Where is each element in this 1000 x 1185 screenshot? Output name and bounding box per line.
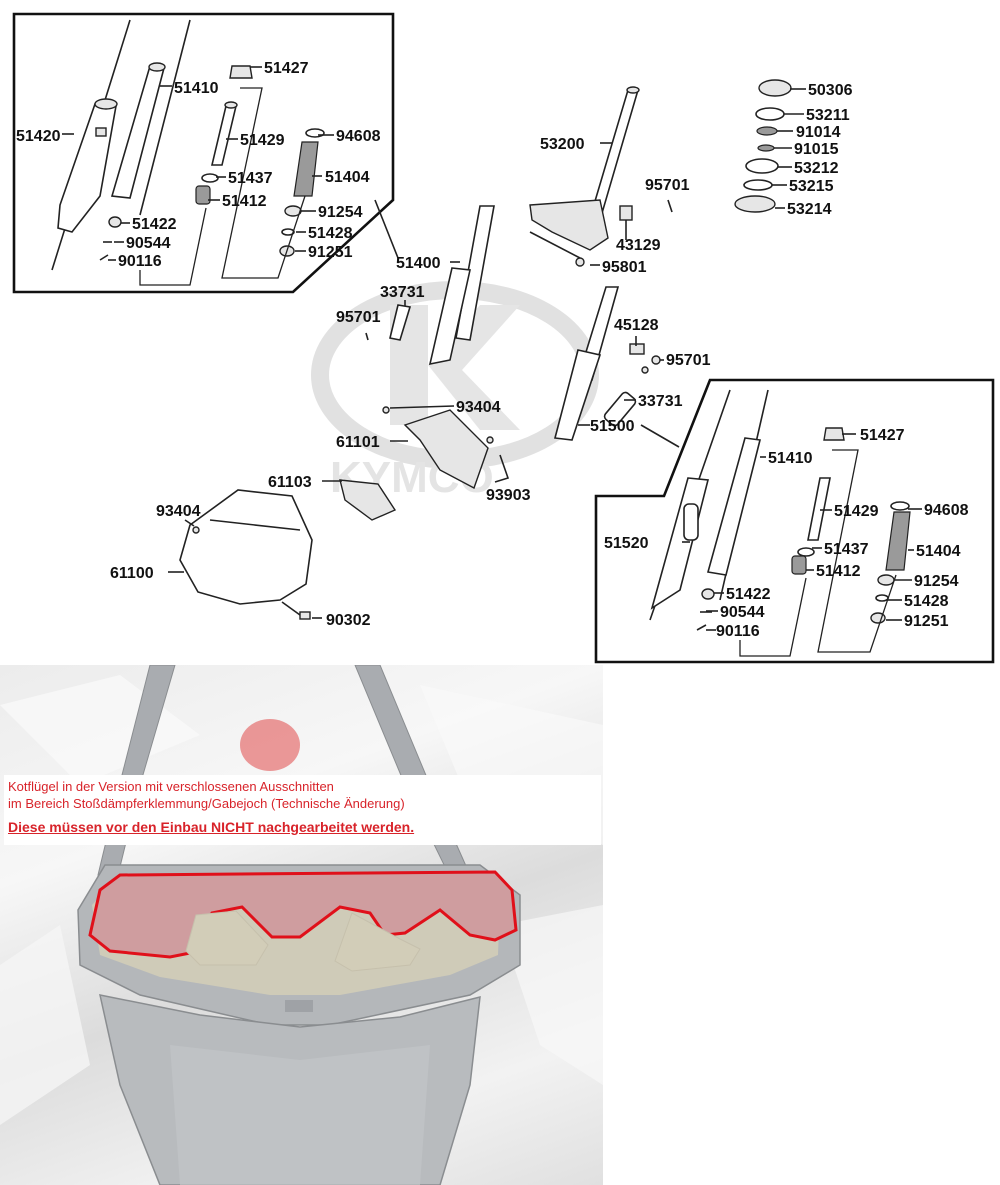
label-53214: 53214 (787, 201, 832, 218)
label-51400: 51400 (396, 255, 441, 272)
label-51420: 51420 (16, 128, 61, 145)
label-91254-left: 91254 (318, 204, 363, 221)
label-33731-right: 33731 (638, 393, 683, 410)
inset-frame-right (594, 378, 995, 664)
label-95701-top: 95701 (645, 177, 690, 194)
label-90544-left: 90544 (126, 235, 171, 252)
label-95801: 95801 (602, 259, 647, 276)
inset-frame-left (12, 12, 395, 294)
technical-change-notice: Kotflügel in der Version mit verschlosse… (4, 775, 601, 845)
label-91015: 91015 (794, 141, 839, 158)
label-61100: 61100 (110, 565, 154, 582)
notice-line-2: im Bereich Stoßdämpferklemmung/Gabejoch … (8, 796, 405, 811)
label-51410-left: 51410 (174, 80, 219, 97)
notice-line-3: Diese müssen vor den Einbau NICHT nachge… (8, 819, 415, 835)
label-91254-right: 91254 (914, 573, 959, 590)
label-51427-left: 51427 (264, 60, 309, 77)
label-leaders (62, 66, 922, 631)
label-61103: 61103 (268, 474, 312, 491)
label-51429-left: 51429 (240, 132, 285, 149)
label-53215: 53215 (789, 178, 834, 195)
label-51404-left: 51404 (325, 169, 370, 186)
inset-left-parts (51, 19, 325, 286)
label-93903: 93903 (486, 487, 531, 504)
label-95701-left: 95701 (336, 309, 381, 326)
label-53200: 53200 (540, 136, 585, 153)
label-33731-left: 33731 (380, 284, 425, 301)
part-51422-left (108, 216, 122, 228)
inset-right-parts (649, 389, 911, 657)
notice-line-1: Kotflügel in der Version mit verschlosse… (8, 779, 334, 794)
label-51410-right: 51410 (768, 450, 813, 467)
label-43129: 43129 (616, 237, 661, 254)
label-45128: 45128 (614, 317, 659, 334)
label-51428-left: 51428 (308, 225, 353, 242)
label-53211: 53211 (806, 107, 850, 124)
label-91251-right: 91251 (904, 613, 949, 630)
label-51428-right: 51428 (904, 593, 949, 610)
label-51437-left: 51437 (228, 170, 273, 187)
label-51404-right: 51404 (916, 543, 961, 560)
label-51520: 51520 (604, 535, 649, 552)
label-94608-left: 94608 (336, 128, 381, 145)
part-number-labels: 51427 51410 51420 51429 94608 51437 5140… (16, 60, 969, 640)
label-51412-left: 51412 (222, 193, 267, 210)
label-90302: 90302 (326, 612, 371, 629)
label-95701-right: 95701 (666, 352, 711, 369)
label-51429-right: 51429 (834, 503, 879, 520)
label-51500: 51500 (590, 418, 635, 435)
label-91251-left: 91251 (308, 244, 353, 261)
label-93404-bottom: 93404 (156, 503, 201, 520)
label-51427-right: 51427 (860, 427, 905, 444)
label-51412-right: 51412 (816, 563, 861, 580)
label-51422-left: 51422 (132, 216, 177, 233)
label-90116-left: 90116 (118, 253, 162, 270)
exploded-parts-diagram: KYMCO (12, 12, 995, 664)
label-61101: 61101 (336, 434, 380, 451)
label-51422-right: 51422 (726, 586, 771, 603)
label-51437-right: 51437 (824, 541, 869, 558)
label-93404-top: 93404 (456, 399, 501, 416)
label-50306: 50306 (808, 82, 853, 99)
label-90544-right: 90544 (720, 604, 765, 621)
center-parts (179, 79, 792, 620)
label-90116-right: 90116 (716, 623, 760, 640)
fender-photo: Kotflügel in der Version mit verschlosse… (0, 665, 603, 1185)
label-91014: 91014 (796, 124, 841, 141)
fender-photo-illustration (0, 665, 603, 1185)
label-53212: 53212 (794, 160, 839, 177)
label-94608-right: 94608 (924, 502, 969, 519)
